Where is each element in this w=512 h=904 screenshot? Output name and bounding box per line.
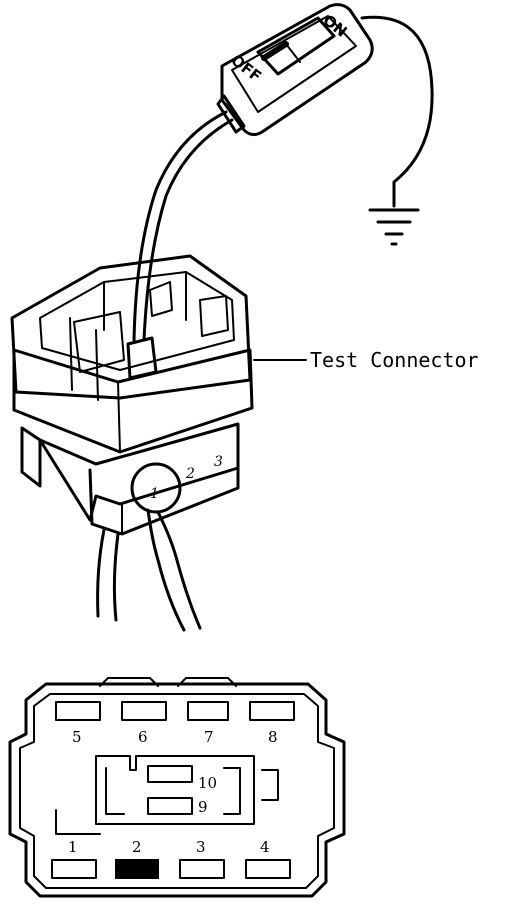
pin-label-5: 5 [72,728,82,746]
pin-label-9: 9 [198,798,208,816]
wire-number-2: 2 [185,466,195,482]
wire-number-3: 3 [214,454,223,470]
pin-label-8: 8 [268,728,278,746]
pin-row-top [55,701,295,721]
pin-row-middle [147,765,193,815]
pin-label-4: 4 [260,838,270,856]
pin-2-highlighted [115,859,159,879]
wire-number-1: 1 [150,486,159,502]
pin-row-bottom [51,859,291,879]
wire-harness [96,508,202,632]
pin-label-6: 6 [138,728,148,746]
pin-label-7: 7 [204,728,214,746]
switch-off-label: OFF [228,51,265,86]
pin-label-2: 2 [132,838,142,856]
test-connector-body [10,254,254,536]
pin-label-1: 1 [68,838,78,856]
ground-icon [368,208,420,246]
pin-label-10: 10 [198,774,217,792]
pin-label-3: 3 [196,838,206,856]
test-connector-label: Test Connector [310,348,479,372]
ground-wire [360,15,434,208]
connector-face [8,677,346,898]
switch-lead-wire [132,110,228,342]
switch: ON OFF [216,3,374,137]
